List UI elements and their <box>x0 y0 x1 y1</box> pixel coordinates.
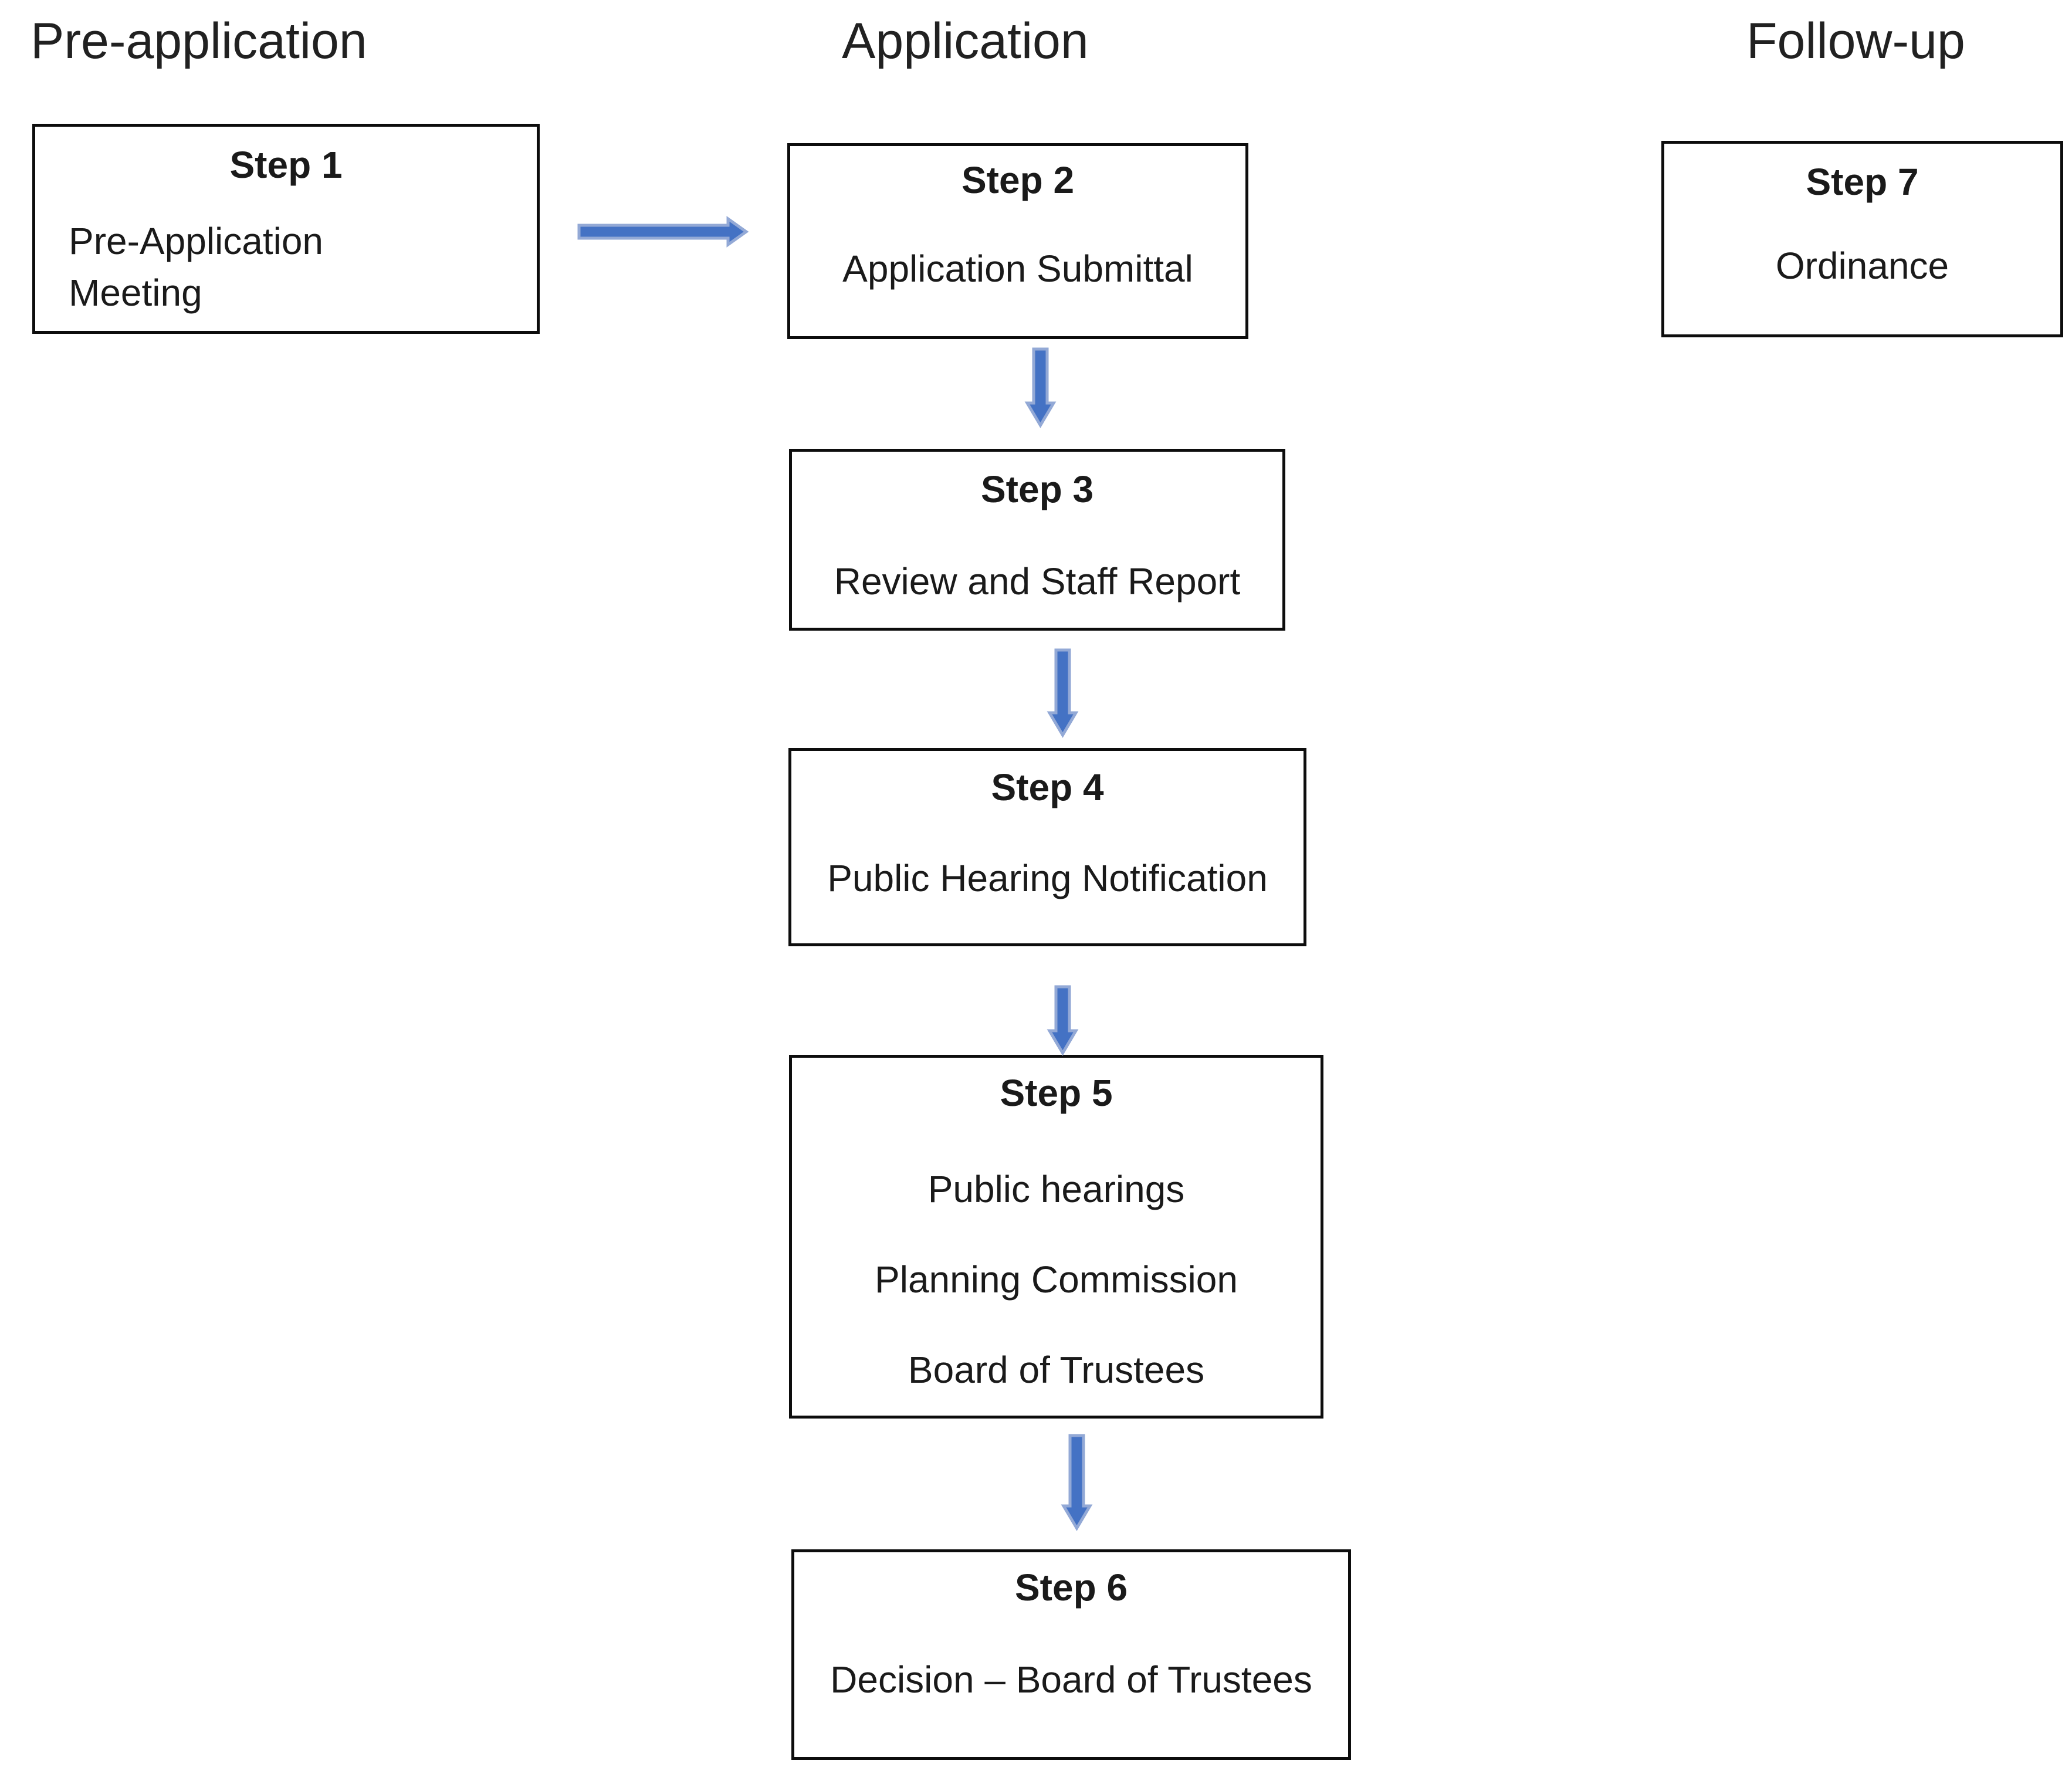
step-4-title: Step 4 <box>991 766 1104 808</box>
step-7-text: Ordinance <box>1775 245 1949 287</box>
column-heading-follow-up: Follow-up <box>1746 13 1965 69</box>
column-heading-pre-application: Pre-application <box>31 13 367 69</box>
step-5-text: Planning Commission <box>875 1258 1238 1301</box>
step-4-text: Public Hearing Notification <box>827 857 1268 899</box>
step-2-title: Step 2 <box>961 159 1075 201</box>
step-1-title: Step 1 <box>229 144 343 186</box>
arrow-step4-to-step5-down-icon <box>1047 985 1079 1056</box>
column-heading-application: Application <box>842 13 1089 69</box>
arrow-step5-to-step6-down-icon <box>1061 1434 1093 1531</box>
step-5-title: Step 5 <box>1000 1072 1113 1114</box>
step-3-title: Step 3 <box>980 468 1094 510</box>
arrow-step1-to-step2-right-icon <box>577 216 749 248</box>
arrow-step2-to-step3-down-icon <box>1024 347 1057 428</box>
step-1-box: Step 1 Pre-Application Meeting <box>32 124 540 334</box>
step-7-box: Step 7 Ordinance <box>1661 141 2063 337</box>
step-7-title: Step 7 <box>1806 161 1919 203</box>
step-6-box: Step 6 Decision – Board of Trustees <box>791 1549 1351 1760</box>
step-2-text: Application Submittal <box>842 248 1193 290</box>
step-2-box: Step 2 Application Submittal <box>787 143 1248 339</box>
arrow-step3-to-step4-down-icon <box>1047 648 1079 738</box>
step-6-title: Step 6 <box>1014 1566 1128 1609</box>
step-1-text: Pre-Application <box>69 220 323 262</box>
step-5-text: Board of Trustees <box>908 1349 1205 1391</box>
step-3-text: Review and Staff Report <box>834 560 1241 602</box>
step-3-box: Step 3 Review and Staff Report <box>789 449 1285 631</box>
step-1-text: Meeting <box>69 272 202 314</box>
step-6-text: Decision – Board of Trustees <box>830 1658 1312 1701</box>
step-4-box: Step 4 Public Hearing Notification <box>788 748 1306 946</box>
step-5-text: Public hearings <box>927 1168 1185 1210</box>
step-5-box: Step 5 Public hearings Planning Commissi… <box>789 1055 1323 1419</box>
